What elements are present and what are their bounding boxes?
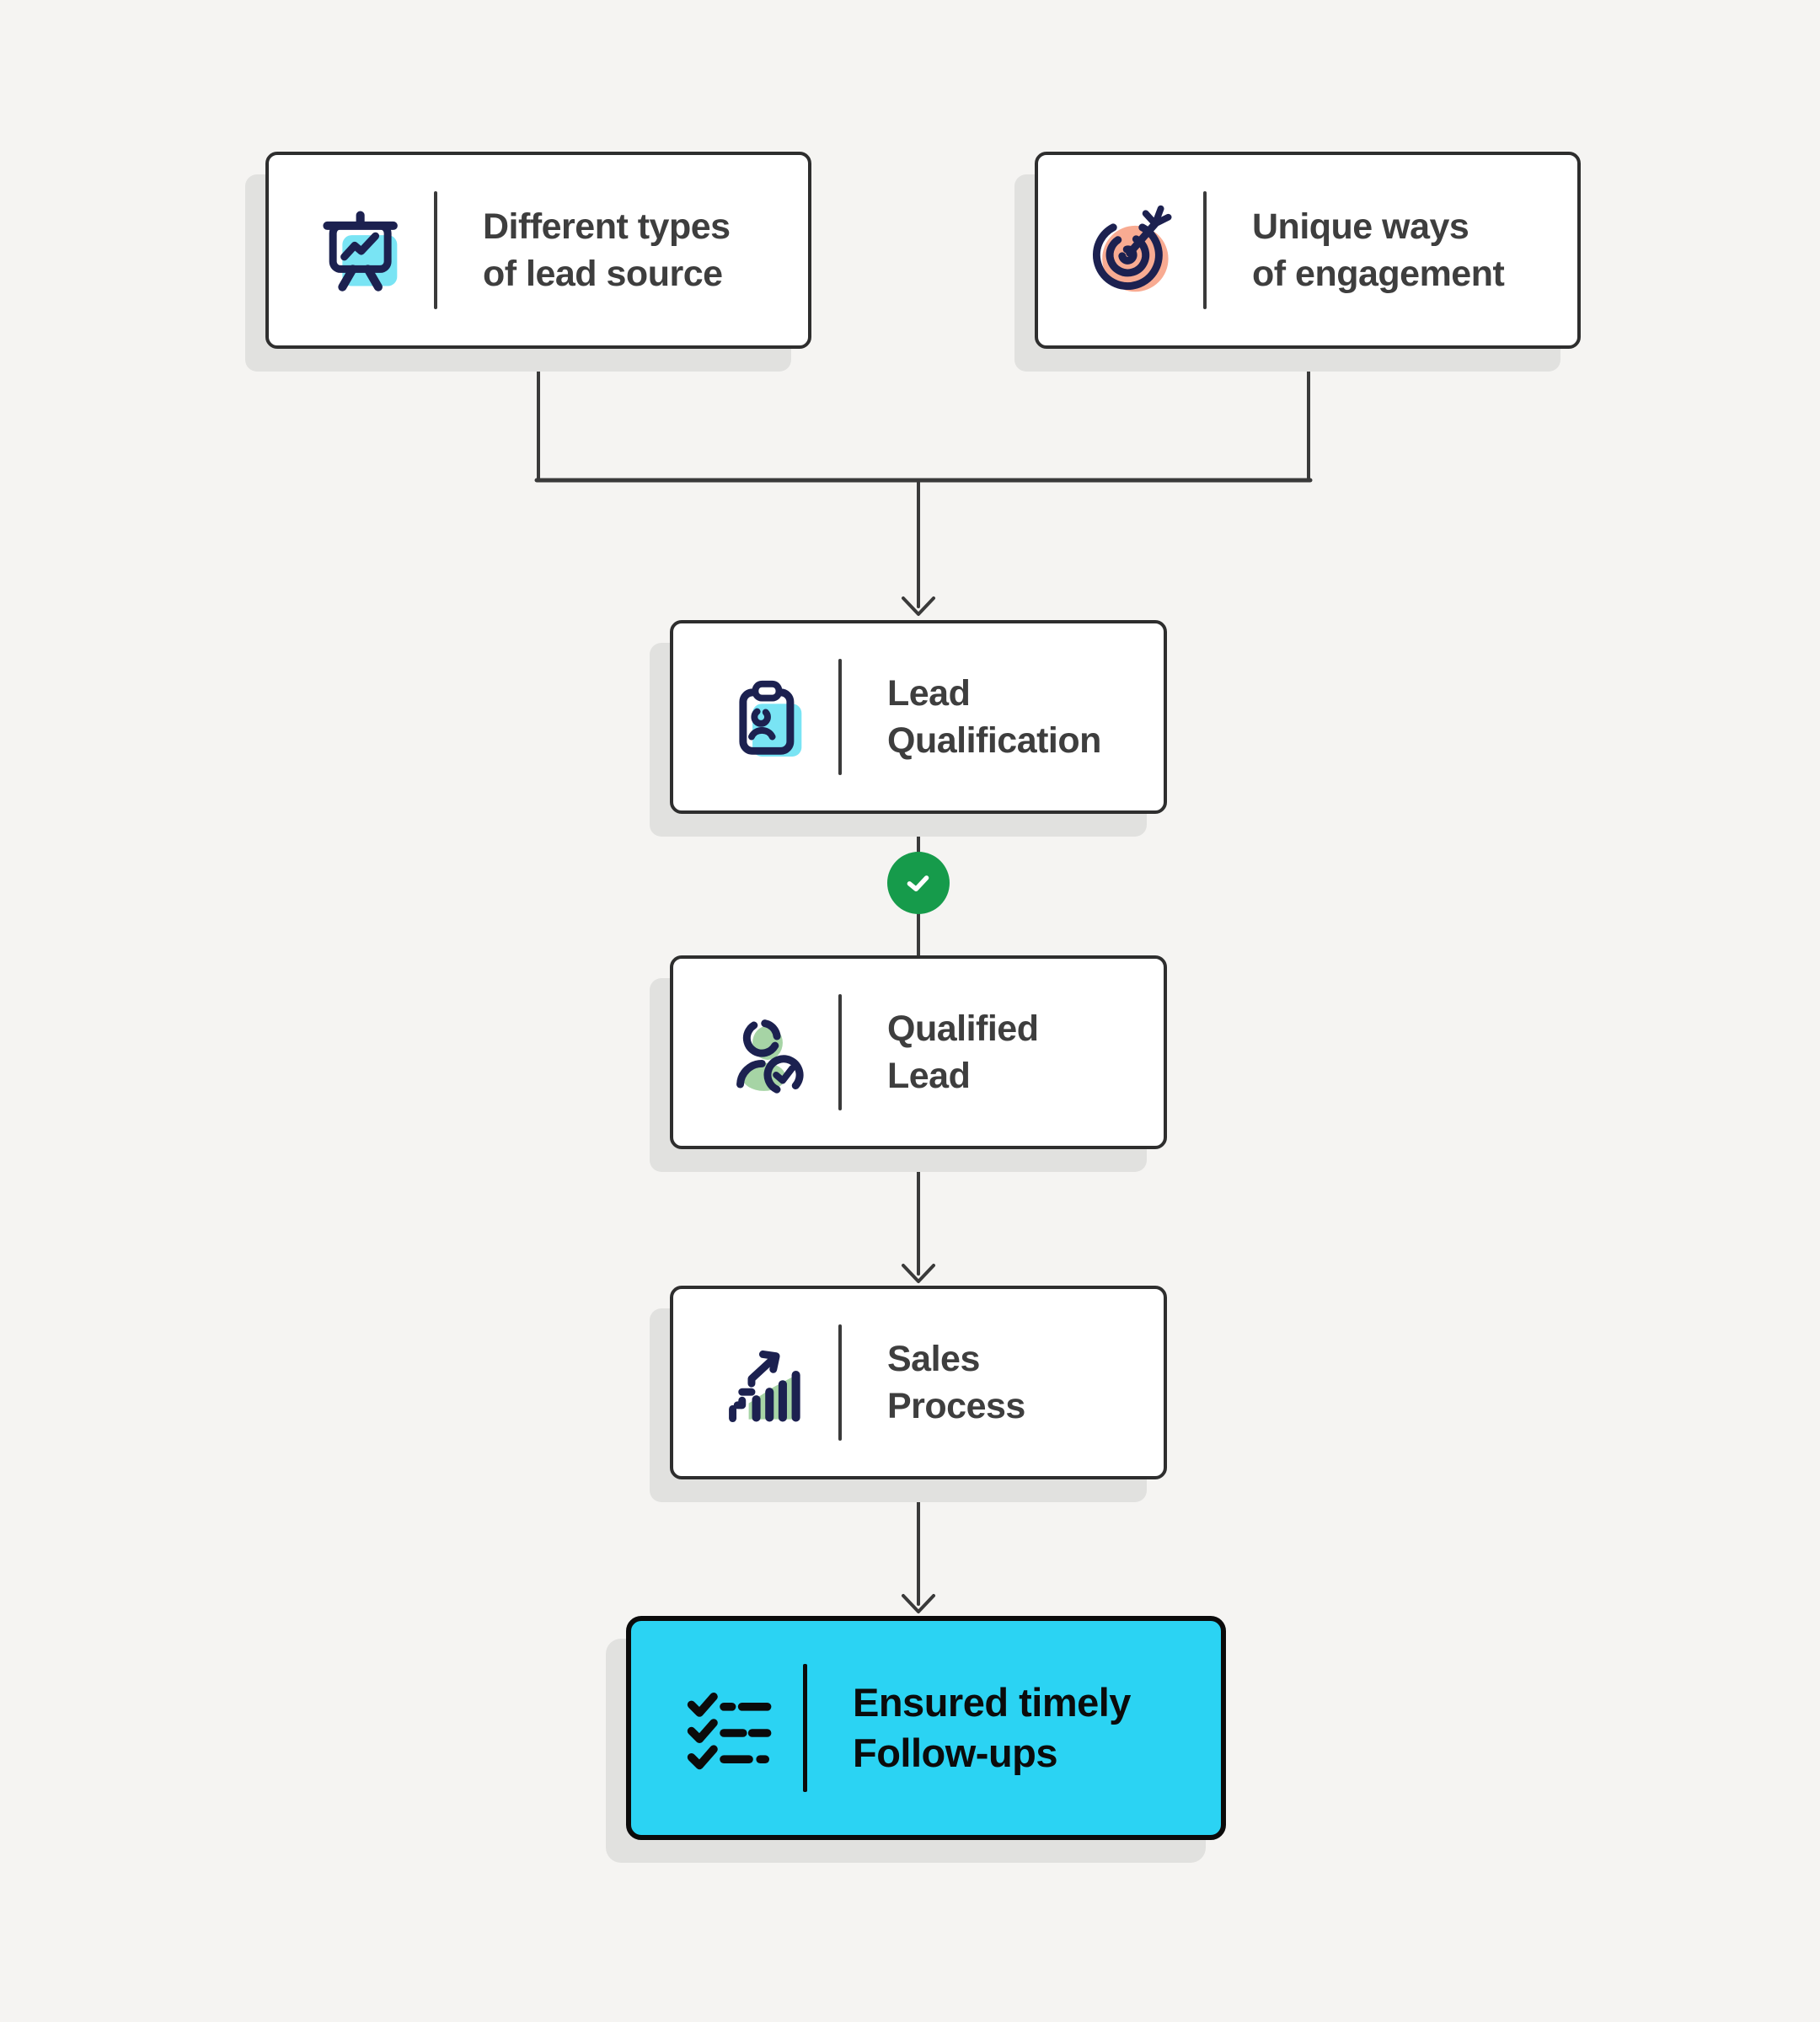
divider (838, 659, 842, 775)
node-label: Ensured timely Follow-ups (853, 1680, 1131, 1775)
divider (838, 994, 842, 1110)
node-sales-process: Sales Process (670, 1286, 1167, 1479)
node-followups: Ensured timely Follow-ups (626, 1616, 1226, 1840)
arrowhead-sales-process (902, 1264, 935, 1283)
target-dart-icon (1085, 203, 1180, 297)
checklist-icon (678, 1677, 779, 1779)
node-label: Qualified Lead (887, 1008, 1039, 1096)
divider (838, 1324, 842, 1441)
divider (434, 190, 437, 310)
divider (1203, 190, 1207, 310)
node-label: Lead Qualification (887, 673, 1101, 761)
arrowhead-lead-qualification (902, 596, 935, 616)
presentation-chart-icon (316, 203, 410, 297)
node-lead-source: Different types of lead source (265, 152, 811, 349)
person-check-icon (720, 1005, 815, 1099)
divider (803, 1663, 807, 1793)
node-qualified-lead: Qualified Lead (670, 955, 1167, 1149)
growth-chart-icon (720, 1335, 815, 1430)
clipboard-person-icon (720, 670, 815, 764)
check-badge-icon (887, 852, 950, 914)
node-label: Sales Process (887, 1339, 1025, 1426)
arrowhead-followups (902, 1594, 935, 1613)
node-label: Different types of lead source (483, 206, 731, 294)
node-lead-qualification: Lead Qualification (670, 620, 1167, 814)
node-label: Unique ways of engagement (1252, 206, 1505, 294)
node-engagement: Unique ways of engagement (1035, 152, 1581, 349)
